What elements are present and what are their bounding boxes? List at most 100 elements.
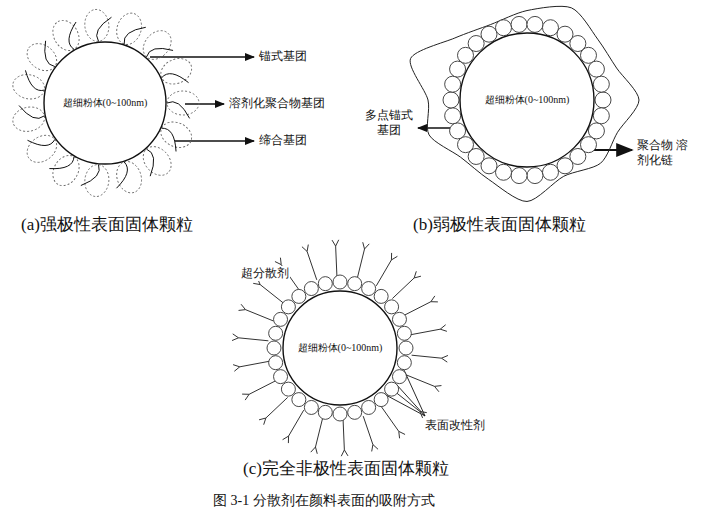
anchor-bead (595, 92, 611, 108)
modifier-bead (333, 275, 347, 289)
dispersant-tip (283, 436, 289, 440)
dispersant-chain (363, 416, 373, 444)
dispersant-tip (440, 325, 445, 329)
modifier-bead (292, 289, 306, 303)
leader-arrow (150, 56, 254, 57)
leader-arrow (418, 127, 452, 128)
modifier-bead (269, 356, 283, 370)
dispersant-chain (260, 285, 283, 304)
dispersant-chain (343, 420, 344, 450)
dispersant-tip (233, 365, 240, 367)
modifier-bead (281, 382, 295, 396)
anchor-bead (527, 168, 543, 184)
dispersant-tip (372, 445, 373, 452)
modifier-bead (348, 405, 362, 419)
dispersant-tip (414, 276, 421, 278)
dispersant-tip (259, 418, 266, 420)
text-holder: 超细粉体(0~100nm) (282, 290, 398, 406)
dispersant-chain (240, 361, 269, 367)
dispersant-tip (315, 447, 317, 454)
dispersant-tip (242, 394, 249, 395)
dashed-petal (113, 10, 146, 48)
modifier-bead (397, 326, 411, 340)
figure-caption: 图 3-1 分散剂在颜料表面的吸附方式 (212, 492, 436, 510)
polymer-chain (167, 102, 190, 119)
dispersant-tip (391, 256, 397, 260)
particle-outline (283, 291, 397, 405)
dispersant-tip (399, 431, 405, 434)
anchor-bead (542, 164, 558, 180)
dashed-petal (11, 104, 47, 134)
dispersant-tip (280, 258, 282, 265)
leader-line (404, 370, 425, 416)
leader-arrow (185, 103, 224, 104)
modifier-bead (318, 277, 332, 291)
polymer-chain (69, 22, 76, 49)
dispersant-tip (398, 431, 400, 438)
polymer-chain (97, 17, 112, 41)
particle-circle: 超细粉体(0~100nm) (43, 41, 167, 165)
modifier-bead (292, 393, 306, 407)
particle-outline (44, 42, 166, 164)
polymer-chain (162, 74, 189, 83)
anchor-bead (445, 108, 461, 124)
polymer-chain (81, 165, 99, 186)
modifier-bead (385, 300, 399, 314)
dashed-petal (11, 72, 47, 102)
dispersant-tip (420, 411, 427, 412)
modifier-bead (267, 341, 281, 355)
polymer-chain (117, 162, 128, 188)
dispersant-tip (336, 240, 339, 246)
dispersant-tip (241, 304, 245, 309)
dashed-petal (83, 163, 110, 197)
anchor-bead (496, 20, 512, 36)
text-holder: 超细粉体(0~100nm) (459, 32, 595, 168)
dispersant-tip (332, 240, 336, 246)
dispersant-tip (373, 445, 378, 450)
sub-caption: (c)完全非极性表面固体颗粒 (242, 458, 450, 479)
text-holder: 超细粉体(0~100nm) (43, 41, 167, 165)
dispersant-tip (365, 244, 370, 249)
modifier-bead (392, 312, 406, 326)
dashed-petal (113, 158, 146, 196)
dispersant-tip (420, 411, 423, 417)
dispersant-tip (233, 334, 239, 338)
dispersant-tip (234, 367, 239, 371)
modifier-bead (333, 407, 347, 421)
dispersant-tip (341, 450, 344, 456)
anchor-bead (511, 168, 527, 184)
leader-line (384, 394, 425, 416)
modifier-bead (362, 400, 376, 414)
dispersant-tip (363, 242, 365, 249)
particle-label: 超细粉体(0~100nm) (297, 341, 384, 355)
anchor-bead (481, 26, 497, 42)
part-label: 多点锚式 基团 (362, 108, 416, 138)
particle-circle: 超细粉体(0~100nm) (282, 290, 398, 406)
modifier-bead (318, 405, 332, 419)
dispersant-tip (245, 394, 249, 400)
anchor-bead (527, 16, 543, 32)
anchor-bead (580, 47, 596, 63)
dispersant-chain (407, 375, 435, 386)
anchor-bead (458, 137, 474, 153)
particle-circle: 超细粉体(0~100nm) (459, 32, 595, 168)
modifier-bead (392, 370, 406, 384)
anchor-bead (542, 20, 558, 36)
dispersant-chain (392, 278, 414, 299)
modifier-bead (304, 400, 318, 414)
polymer-chain (49, 157, 74, 169)
polymer-chain (45, 41, 55, 67)
dispersant-tip (275, 262, 281, 265)
particle-outline (460, 33, 594, 167)
anchor-bead (450, 123, 466, 139)
modifier-bead (385, 382, 399, 396)
dispersant-chain (411, 329, 440, 335)
dispersant-tip (302, 247, 307, 252)
dispersant-tip (441, 358, 447, 362)
modifier-bead (274, 370, 288, 384)
part-label: 聚合物 溶剂化链 (636, 138, 690, 168)
dispersant-chain (336, 246, 337, 276)
dispersant-tip (307, 245, 308, 252)
dispersant-tip (435, 386, 439, 391)
sub-caption: (b)弱极性表面固体颗粒 (412, 214, 587, 235)
